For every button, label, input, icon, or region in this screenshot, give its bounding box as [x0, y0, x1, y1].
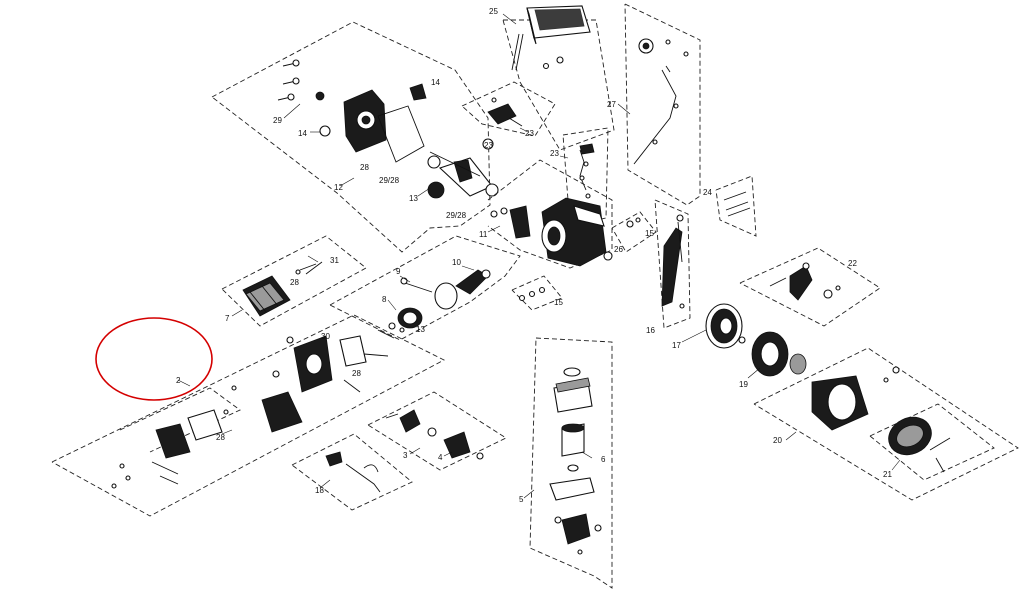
callout-15-lower: 15: [554, 298, 563, 307]
callout-4: 4: [438, 453, 443, 462]
callout-12: 12: [334, 183, 343, 192]
callout-2: 2: [176, 376, 181, 385]
group-25-air-filter-cover: [502, 5, 615, 151]
callout-28-head: 28: [352, 369, 361, 378]
group-21-recoil-starter: [869, 403, 995, 481]
callout-9: 9: [396, 267, 401, 276]
part-19-fan: [738, 331, 807, 379]
group-11-engine-block: [487, 159, 613, 269]
group-15-lower: [511, 275, 563, 311]
callout-14-lower: 14: [298, 129, 307, 138]
callout-29: 29: [273, 116, 282, 125]
group-12-crankcase: [211, 21, 499, 253]
callout-28-muffler: 28: [290, 278, 299, 287]
callout-31: 31: [330, 256, 339, 265]
group-24-bolts: [715, 175, 757, 237]
group-22-governor-parts: [739, 247, 881, 327]
group-18-throttle-cable: [291, 433, 413, 511]
group-27-governor-rod: [617, 3, 701, 206]
callout-13-upper: 13: [409, 194, 418, 203]
callout-3: 3: [403, 451, 408, 460]
callout-20: 20: [773, 436, 782, 445]
callout-14-upper: 14: [431, 78, 440, 87]
callout-29-28-upper: 29/28: [379, 176, 400, 185]
callout-10: 10: [452, 258, 461, 267]
callout-17: 17: [672, 341, 681, 350]
callout-28-upper: 28: [360, 163, 369, 172]
group-10-piston: [329, 235, 521, 341]
highlight-circle: [95, 317, 213, 401]
callout-16: 16: [646, 326, 655, 335]
group-3-carburetor: [367, 391, 507, 471]
callout-13-lower: 13: [416, 325, 425, 334]
callout-19: 19: [739, 380, 748, 389]
leader-lines: [177, 103, 901, 489]
callout-25: 25: [489, 7, 498, 16]
callout-23-middle: 23: [525, 129, 534, 138]
callout-23-right: 23: [550, 149, 559, 158]
callout-30: 30: [321, 332, 330, 341]
callout-29-28-lower: 29/28: [446, 211, 467, 220]
group-2-cylinder-head: [51, 314, 445, 517]
callout-18: 18: [315, 486, 324, 495]
group-5-air-cleaner: [523, 337, 613, 589]
callout-7: 7: [225, 314, 230, 323]
callout-8: 8: [382, 295, 387, 304]
group-23-choke-linkage: [559, 127, 609, 227]
callout-6: 6: [601, 455, 606, 464]
callout-23-upper: 23: [484, 141, 493, 150]
callout-5: 5: [519, 495, 524, 504]
group-20-recoil-housing: [753, 347, 1019, 501]
group-16-lever: [654, 199, 691, 329]
callout-24: 24: [703, 188, 712, 197]
part-17-flywheel: [681, 303, 743, 349]
callout-26: 26: [614, 245, 623, 254]
callout-labels: 2 3 4 5 6 7 8 9 10 11 12 13 13 14 14 15 …: [176, 7, 892, 504]
callout-15-upper: 15: [645, 229, 654, 238]
callout-22: 22: [848, 259, 857, 268]
group-15-upper: [611, 211, 657, 253]
callout-28-cover: 28: [216, 433, 225, 442]
callout-11: 11: [479, 230, 488, 239]
group-7-muffler: [221, 235, 367, 327]
callout-27: 27: [607, 100, 616, 109]
callout-21: 21: [883, 470, 892, 479]
group-23-upper-linkage: [461, 81, 556, 137]
